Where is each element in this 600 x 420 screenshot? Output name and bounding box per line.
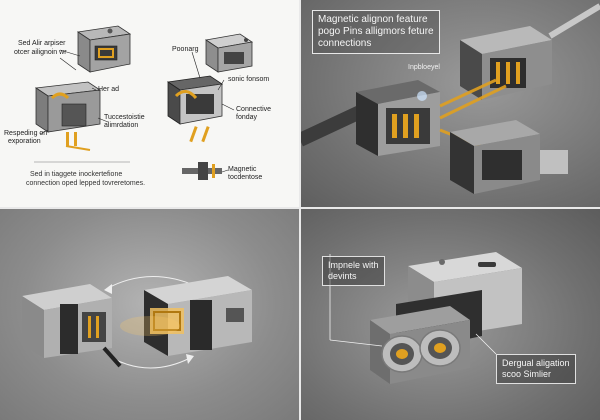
panel-dual-port-render: Impnele with devints Dergual aligation s… bbox=[300, 208, 600, 420]
side-connector-icon bbox=[34, 81, 102, 151]
label-sonic: sonic fonsom bbox=[228, 76, 270, 83]
left-pair-connector bbox=[22, 284, 122, 368]
vertical-divider bbox=[299, 0, 301, 420]
title-line-3: connections bbox=[318, 38, 372, 49]
caption-line-1: Sed in tiaggete inockertefione bbox=[30, 171, 123, 178]
label-connective: Connective bbox=[236, 106, 272, 113]
label-fonday: fonday bbox=[236, 114, 258, 121]
label-herad: Her ad bbox=[98, 86, 120, 93]
label-respeding: Respeding on bbox=[4, 130, 48, 137]
arrow-head-right-icon bbox=[186, 354, 194, 364]
label-box-bottom: Dergual aligation scoo Simlier bbox=[496, 354, 576, 384]
label-box-top: Impnele with devints bbox=[322, 256, 385, 286]
port-right-icon bbox=[419, 329, 461, 367]
lower-connector bbox=[450, 120, 568, 194]
panel-schematic: Sed Alir arpiser otcer ailignoin wr Her … bbox=[0, 0, 300, 208]
title-line-2: pogo Pins alligmors feture bbox=[318, 26, 434, 37]
panel-pair-render bbox=[0, 208, 300, 420]
label-top-line-2: devints bbox=[328, 271, 357, 281]
label-alimdation: alimrdation bbox=[104, 122, 139, 129]
schematic-illustration bbox=[34, 25, 254, 180]
magnetic-render-illustration bbox=[300, 3, 600, 194]
slot-icon bbox=[478, 262, 496, 267]
panel-magnetic-render: Magnetic alignon feature pogo Pins allig… bbox=[300, 0, 600, 208]
right-pair-connector bbox=[144, 276, 252, 356]
label-poonarg: Poonarg bbox=[172, 46, 199, 53]
small-connector-icon bbox=[76, 25, 132, 73]
magnetic-symbol-icon bbox=[182, 162, 222, 180]
label-exporation: exporation bbox=[8, 138, 41, 145]
label-tuccesta: Tuccestoistie bbox=[104, 114, 145, 121]
caption-line-2: connection oped lepped tovreretomes. bbox=[26, 180, 146, 187]
magnetic-cube-icon bbox=[204, 33, 254, 73]
label-inp: Inpbloeyel bbox=[408, 64, 440, 71]
label-top-line-1: Impnele with bbox=[328, 260, 379, 270]
label-tocdentose: tocdentose bbox=[228, 174, 263, 181]
port-left-icon bbox=[381, 335, 423, 373]
label-sed-air: Sed Alir arpiser bbox=[18, 40, 66, 47]
dual-port-illustration bbox=[329, 252, 522, 384]
upper-connector bbox=[460, 26, 552, 100]
pogo-connector-icon bbox=[166, 75, 224, 143]
left-connector bbox=[356, 80, 440, 156]
label-magnetic: Magnetic bbox=[228, 166, 257, 173]
arrow-head-left-icon bbox=[104, 284, 112, 294]
label-other: otcer ailignoin wr bbox=[14, 49, 67, 56]
glow-point bbox=[417, 91, 427, 101]
pair-render-illustration bbox=[22, 276, 252, 369]
title-line-1: Magnetic alignon feature bbox=[318, 14, 428, 25]
title-box: Magnetic alignon feature pogo Pins allig… bbox=[312, 10, 440, 54]
label-bottom-line-2: scoo Simlier bbox=[502, 369, 552, 379]
label-bottom-line-1: Dergual aligation bbox=[502, 358, 570, 368]
